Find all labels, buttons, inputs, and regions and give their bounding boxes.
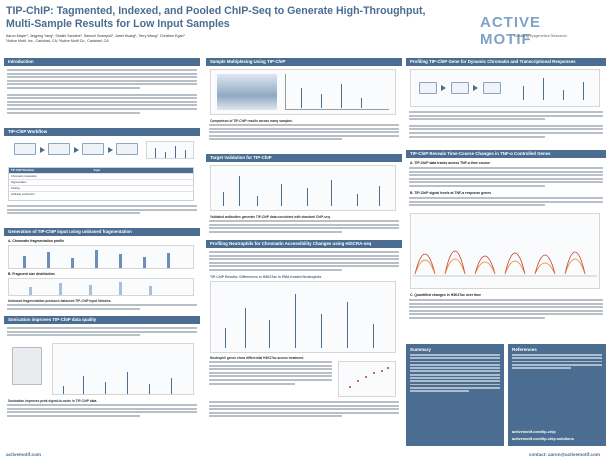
- active-motif-logo: ACTIVE MOTIF Enabling Epigenetics Resear…: [480, 14, 590, 48]
- references-link[interactable]: activemotif.com/tip-chip: [512, 430, 556, 434]
- section-profiling-dynamic-chromatin: Profiling TIP-ChIP Gene for Dynamic Chro…: [406, 58, 606, 146]
- authors-line-1: Aaron Mayer¹, Jingping Yang¹, Shalini Sa…: [6, 34, 185, 38]
- table-header: TIP-ChIP Workflow: [11, 169, 35, 172]
- dynamic-chromatin-text: [409, 111, 603, 139]
- section-sample-multiplexing: Sample Multiplexing Using TIP-ChIP Compa…: [206, 58, 402, 150]
- section-heading: Profiling TIP-ChIP Gene for Dynamic Chro…: [406, 58, 606, 66]
- workflow-table: TIP-ChIP Workflow Input Chromatin prepar…: [8, 167, 194, 201]
- footer-contact[interactable]: contact: aaron@activemotif.com: [528, 452, 600, 457]
- workflow-result-figure: [146, 141, 194, 159]
- section-heading: Target Validation for TIP-ChIP: [206, 154, 402, 162]
- arrow-icon: [74, 147, 79, 153]
- target-validation-text: [209, 220, 399, 234]
- neutrophil-caption: Neutrophil genes show differential H3K27…: [210, 356, 305, 360]
- section-heading: Sonication improves TIP-ChIP data qualit…: [4, 316, 200, 324]
- sonication-text: [7, 327, 197, 338]
- section-heading: TIP-ChIP Workflow: [4, 128, 200, 136]
- neutrophil-scatter-figure: [338, 361, 396, 397]
- figure-label-c: C. Quantified changes in H3K27ac over ti…: [410, 293, 482, 297]
- table-cell: Antibody enrichment: [11, 193, 35, 196]
- multiplexing-caption: Comparison of TIP-ChIP results across ma…: [210, 119, 293, 123]
- table-cell: Chromatin preparation: [11, 175, 37, 178]
- arrow-icon: [108, 147, 113, 153]
- section-heading: TIP-ChIP Reveals Time-Course Changes in …: [406, 150, 606, 158]
- fragmentation-caption: Unbiased fragmentation produces balanced…: [8, 299, 112, 303]
- footer-website[interactable]: activemotif.com: [6, 452, 41, 457]
- table-header: Input: [93, 169, 101, 172]
- section-generation: Generation of TIP-ChIP input using unbia…: [4, 228, 200, 312]
- section-references: References activemotif.com/tip-chip acti…: [508, 344, 606, 446]
- timecourse-curves-figure: [410, 213, 600, 289]
- multiplexing-text: [209, 124, 399, 142]
- neutrophil-intro-text: [209, 251, 399, 273]
- section-profiling-neutrophils: Profiling Neutrophils for Chromatin Acce…: [206, 240, 402, 446]
- figure-label-b: B. TIP-ChIP signal levels at TNF-α respo…: [410, 191, 491, 195]
- fragmentation-figure-a: [8, 245, 194, 269]
- workflow-step-4: [116, 143, 138, 155]
- sonication-result-text: [7, 404, 197, 418]
- timecourse-text-a: [409, 167, 603, 189]
- workflow-step-1: [14, 143, 36, 155]
- sonication-tracks-figure: [52, 343, 194, 395]
- references-text: [508, 354, 606, 369]
- logo-text: ACTIVE MOTIF: [480, 14, 542, 48]
- logo-tagline: Enabling Epigenetics Research: [514, 34, 567, 38]
- fragmentation-figure-b: [8, 278, 194, 296]
- section-heading: Profiling Neutrophils for Chromatin Acce…: [206, 240, 402, 248]
- table-cell: Pooling: [11, 187, 20, 190]
- multiplexing-heatmap-figure: [210, 69, 396, 115]
- section-heading: Sample Multiplexing Using TIP-ChIP: [206, 58, 402, 66]
- generation-text: [7, 304, 197, 311]
- timecourse-text-b: [409, 197, 603, 208]
- workflow-step-2: [48, 143, 70, 155]
- section-workflow: TIP-ChIP Workflow TIP-ChIP Workflow Inpu…: [4, 128, 200, 222]
- workflow-step-3: [82, 143, 104, 155]
- section-heading: References: [512, 347, 537, 352]
- arrow-icon: [40, 147, 45, 153]
- poster-header: TIP-ChIP: Tagmented, Indexed, and Pooled…: [0, 0, 610, 56]
- author-list: Aaron Mayer¹, Jingping Yang¹, Shalini Sa…: [6, 34, 426, 43]
- poster-title: TIP-ChIP: Tagmented, Indexed, and Pooled…: [6, 5, 426, 30]
- target-validation-caption: Validated antibodies generate TIP-ChIP d…: [210, 215, 331, 219]
- timecourse-text-c: [409, 299, 603, 321]
- section-heading: Introduction: [4, 58, 200, 66]
- section-sonication: Sonication improves TIP-ChIP data qualit…: [4, 316, 200, 446]
- authors-line-2: ¹Active Motif, Inc., Carlsbad, CA; ²Acti…: [6, 38, 109, 43]
- figure-label-b: B. Fragment size distribution: [8, 272, 55, 276]
- section-summary: Summary: [406, 344, 504, 446]
- section-target-validation: Target Validation for TIP-ChIP Validated…: [206, 154, 402, 236]
- section-introduction: Introduction: [4, 58, 200, 120]
- summary-text: [406, 354, 504, 393]
- neutrophil-tracks-figure: [210, 281, 396, 353]
- neutrophil-conclusion-text: [209, 401, 399, 419]
- section-time-course: TIP-ChIP Reveals Time-Course Changes in …: [406, 150, 606, 340]
- section-heading: Summary: [410, 347, 431, 352]
- neutrophil-figure-title: TIP-ChIP Results: Differences in H3K27ac…: [210, 275, 322, 279]
- timecourse-curves: [413, 250, 597, 277]
- sonication-caption: Sonication improves peak signal-to-noise…: [8, 399, 98, 403]
- dynamic-chromatin-figure: [410, 69, 600, 107]
- section-heading: Generation of TIP-ChIP input using unbia…: [4, 228, 200, 236]
- target-validation-tracks: [210, 165, 396, 211]
- neutrophil-result-text: [209, 361, 332, 386]
- workflow-text: [7, 205, 197, 216]
- title-line-2: Multi-Sample Results for Low Input Sampl…: [6, 17, 230, 30]
- sonicator-device: [12, 347, 42, 385]
- title-line-1: TIP-ChIP: Tagmented, Indexed, and Pooled…: [6, 5, 426, 17]
- figure-label-a: A. Chromatin fragmentation profile: [8, 239, 65, 243]
- figure-label-a: A. TIP-ChIP data tracks across TNF-α tim…: [410, 161, 490, 165]
- table-cell: Tagmentation: [11, 181, 27, 184]
- solutions-link[interactable]: activemotif.com/tip-chip-solutions: [512, 437, 574, 441]
- intro-text: [7, 69, 197, 115]
